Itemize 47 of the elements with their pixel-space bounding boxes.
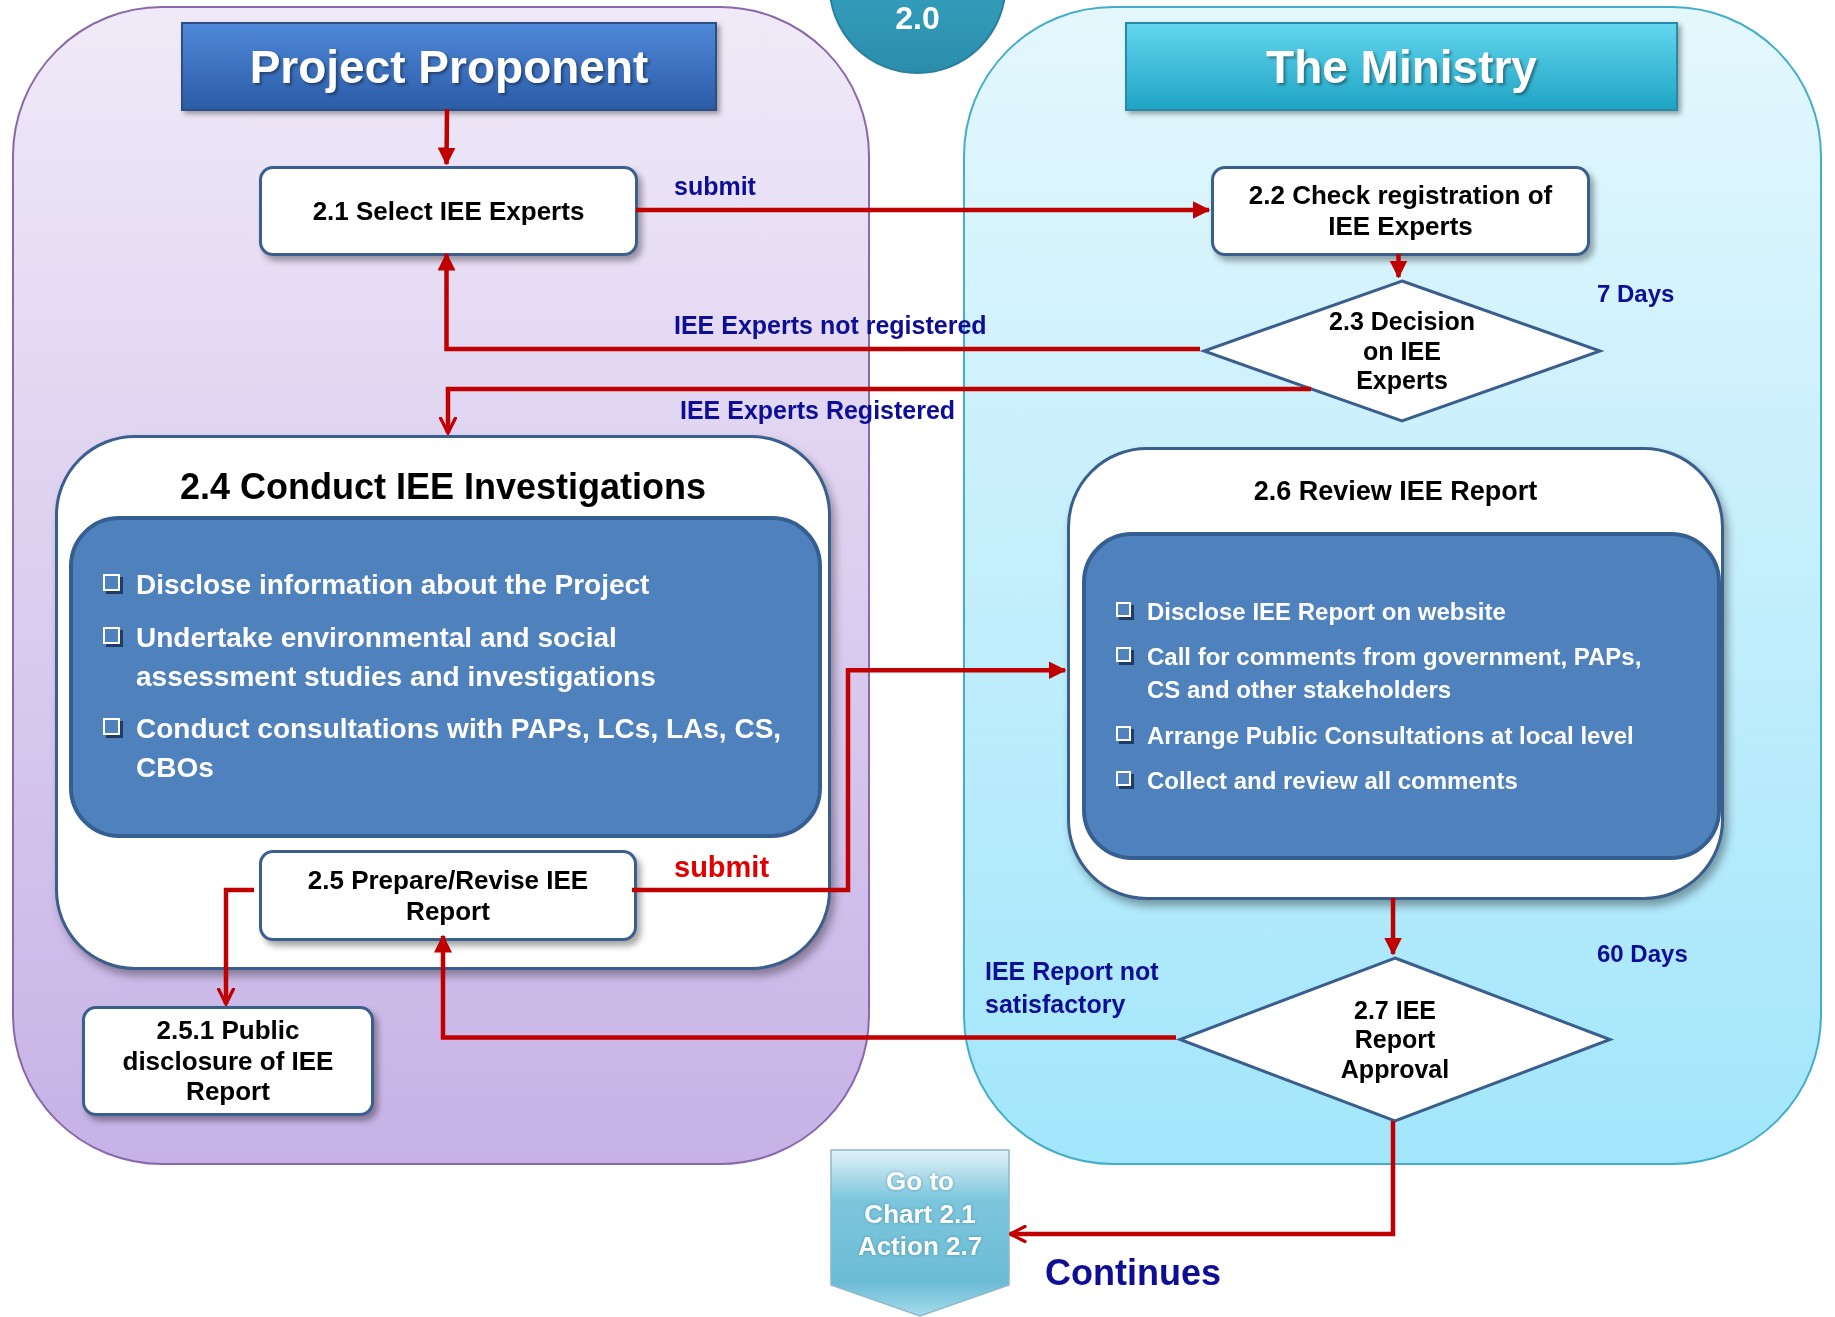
task-text: Disclose IEE Report on website (1147, 597, 1506, 628)
arrow (636, 201, 1211, 219)
duration-label: 60 Days (1597, 940, 1688, 968)
process-box (1211, 166, 1590, 256)
edge-label: submit (674, 171, 756, 202)
lane-title: Project Proponent (249, 39, 649, 94)
task-panel (1082, 532, 1721, 860)
arrow (1384, 898, 1403, 956)
process-title: 2.6 Review IEE Report (1253, 476, 1538, 507)
arrow (437, 252, 1200, 352)
task-text: Disclose information about the Project (136, 568, 650, 603)
lane-header (181, 22, 717, 111)
section-badge (828, 0, 1007, 74)
arrow (216, 887, 254, 1006)
task-text: Undertake environmental and social assessment studies and investigations (136, 621, 657, 694)
edge-label: Continues (1045, 1251, 1221, 1295)
decision-label: 2.3 Decision on IEE Experts (1328, 306, 1476, 396)
task-text: Collect and review all comments (1147, 765, 1518, 796)
process-label: 2.2 Check registration of IEE Experts (1248, 180, 1553, 242)
task-text: Conduct consultations with PAPs, LCs, LAs, CS, CBOs (136, 712, 782, 785)
process-box (259, 166, 638, 256)
offpage-connector (830, 1149, 1010, 1317)
process-title: 2.4 Conduct IEE Investigations (179, 466, 707, 508)
lane-title: The Ministry (1266, 39, 1537, 94)
arrow (1008, 1121, 1396, 1244)
arrow (434, 934, 1176, 1040)
arrow (1389, 251, 1408, 279)
edge-label: IEE Report not satisfactory (985, 956, 1160, 1020)
task-text: Arrange Public Consultations at local level (1147, 720, 1634, 751)
process-label: 2.5 Prepare/Revise IEE Report (306, 864, 590, 927)
connector-label: Go to Chart 2.1 Action 2.7 (856, 1165, 984, 1263)
decision-label: 2.7 IEE Report Approval (1339, 995, 1451, 1084)
arrow (437, 108, 456, 166)
duration-label: 7 Days (1597, 280, 1675, 308)
process-box (259, 850, 637, 941)
arrow (438, 386, 1311, 435)
process-box (82, 1006, 374, 1116)
lane-header (1125, 22, 1678, 111)
section-number: 2.0 (895, 0, 940, 37)
process-card (55, 435, 831, 970)
arrow (632, 661, 1067, 893)
process-label: 2.5.1 Public disclosure of IEE Report (121, 1015, 335, 1107)
process-label: 2.1 Select IEE Experts (312, 195, 585, 227)
edge-label: submit (674, 850, 770, 885)
task-panel (69, 516, 822, 838)
process-card (1067, 447, 1724, 900)
task-text: Call for comments from government, PAPs, CS and other stakeholders (1147, 642, 1643, 706)
